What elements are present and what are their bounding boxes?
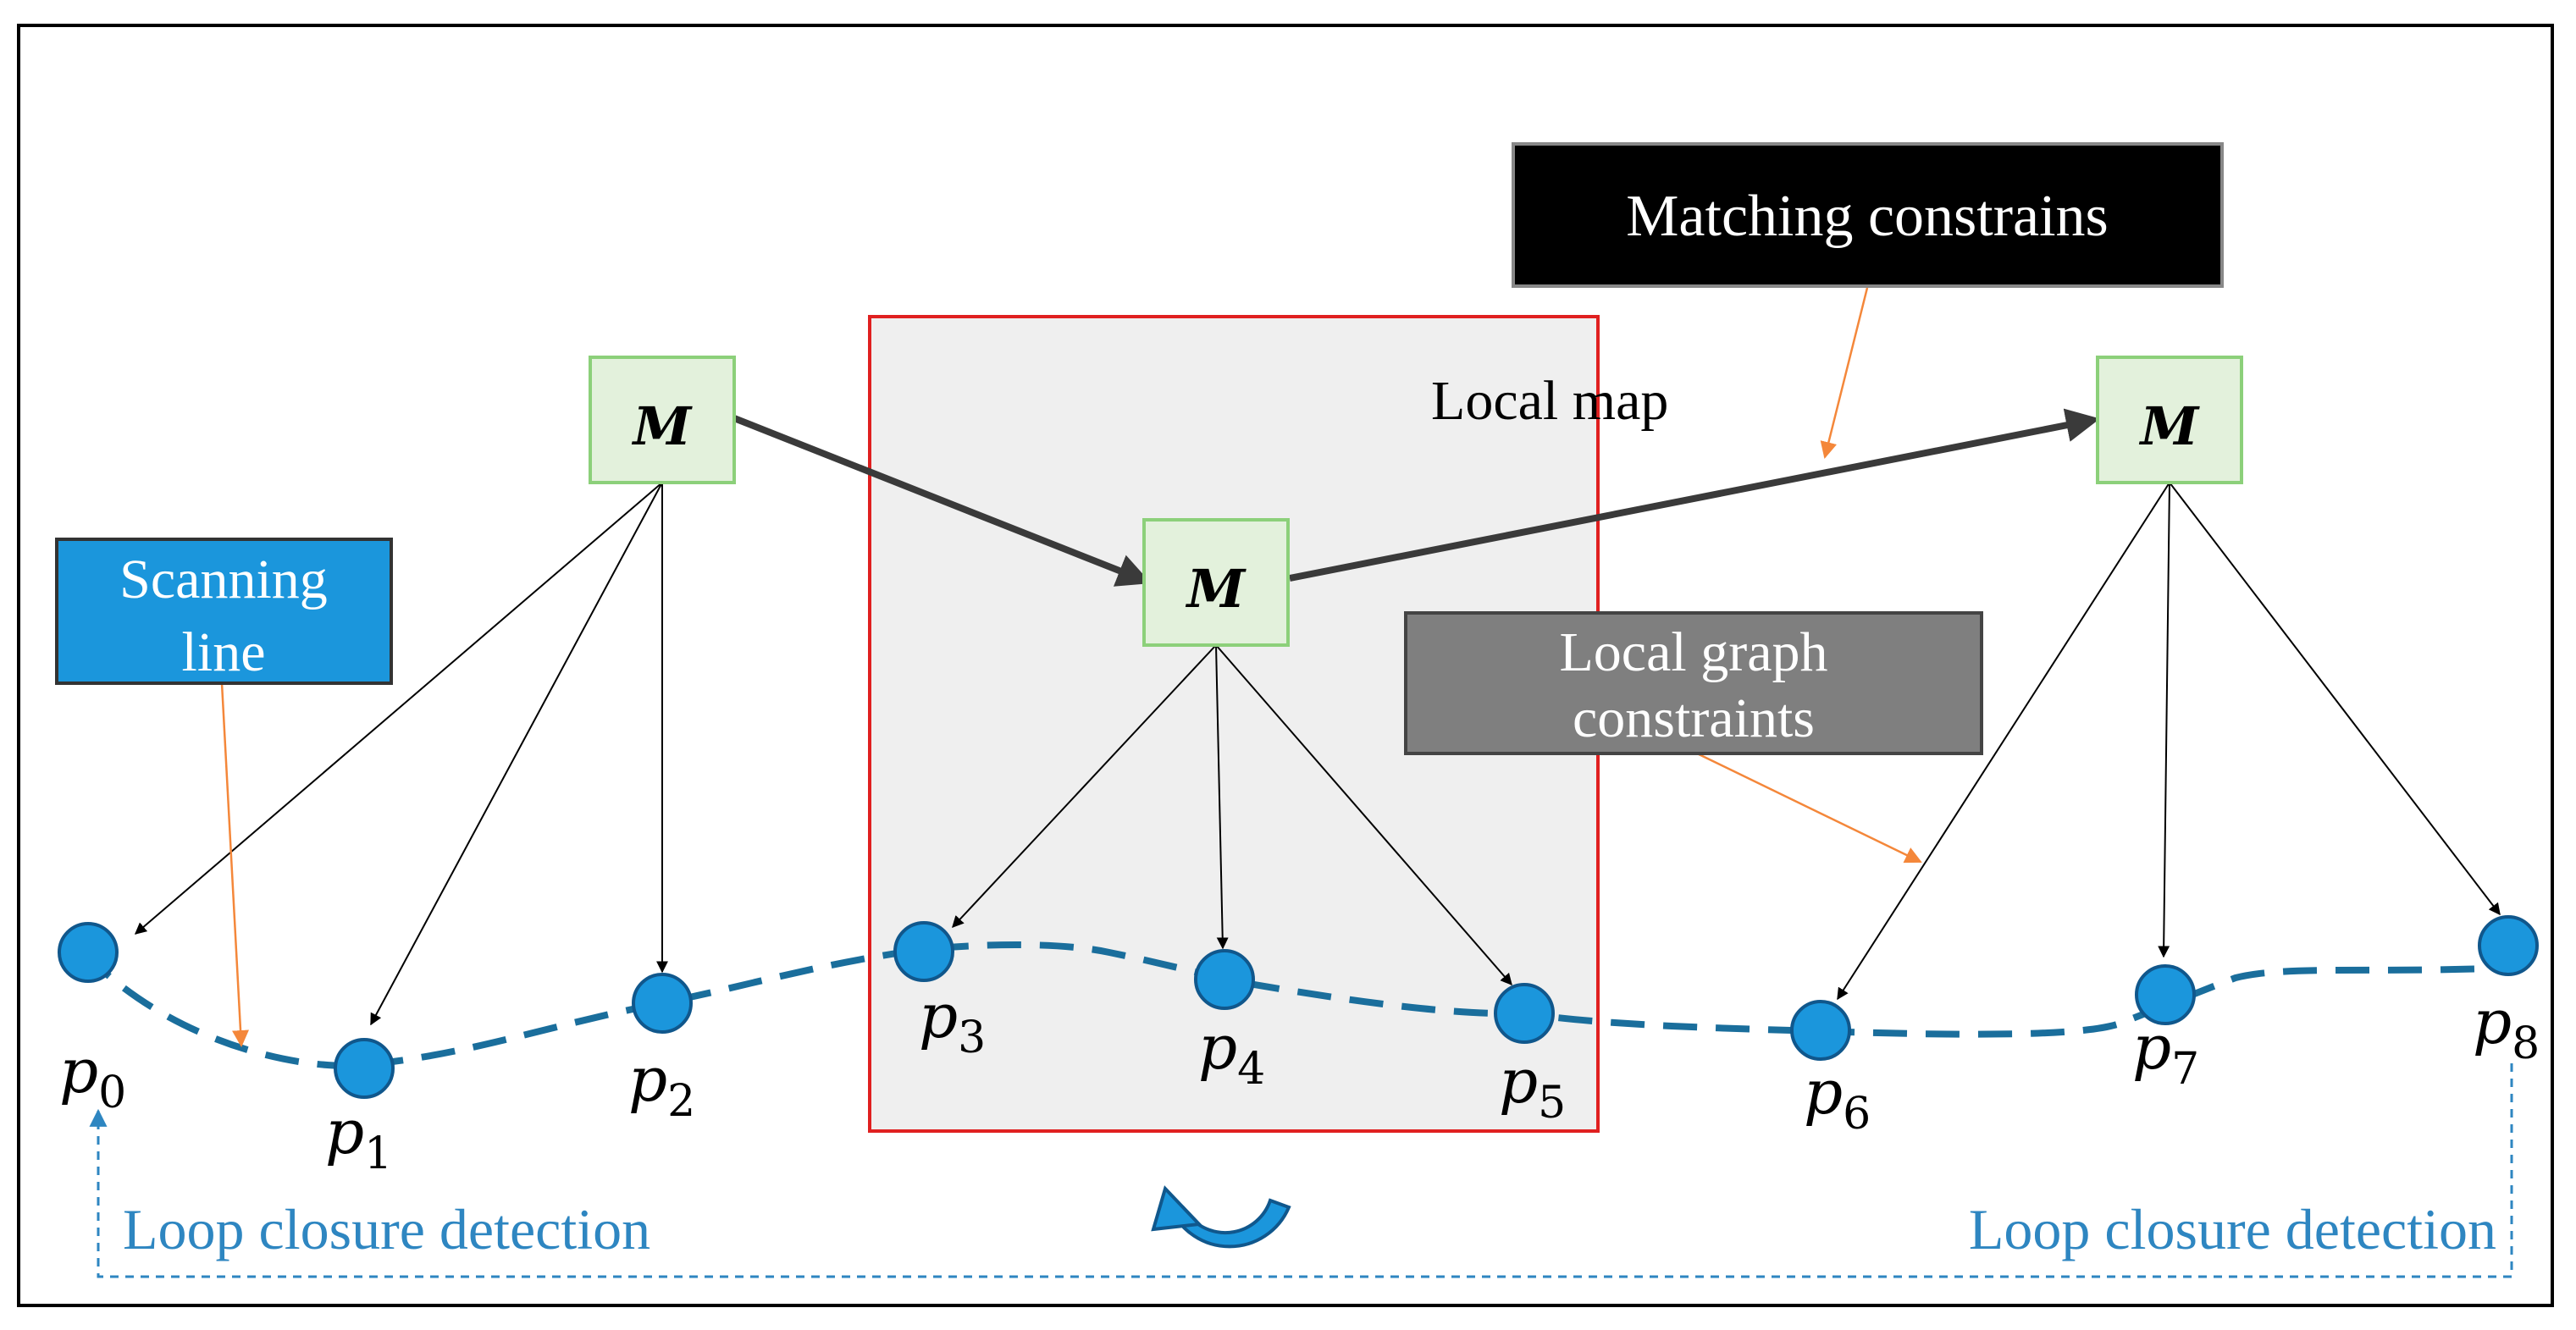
pose-label-p6: p6 (1804, 1057, 1871, 1140)
matching-constraints-label: Matching constrains (1626, 184, 2109, 249)
constraint-arrow-m3-p8 (2169, 482, 2501, 916)
map-node-3: M (2096, 356, 2243, 484)
pose-node-p6 (1790, 1000, 1851, 1061)
scanning-callout-pointer (220, 682, 250, 1047)
matching-callout-pointer (1820, 287, 1869, 459)
scanning-label-line2: line (182, 621, 266, 683)
constraint-arrow-m2-p4 (1215, 644, 1229, 950)
pose-label-p2: p2 (628, 1044, 695, 1127)
local-graph-label-line2: constraints (1573, 687, 1815, 749)
map-node-1: M (589, 356, 736, 484)
pose-node-p2 (632, 973, 693, 1034)
matching-arrow-2 (1289, 408, 2100, 582)
map-node-3-label: M (2139, 395, 2201, 457)
loop-closure-label-right: Loop closure detection (1969, 1197, 2496, 1261)
matching-arrow-1 (732, 415, 1152, 587)
pose-node-p5 (1494, 983, 1555, 1044)
pose-label-p8: p8 (2473, 986, 2540, 1069)
constraint-arrow-m2-p5 (1215, 644, 1512, 986)
pose-node-p0 (58, 922, 119, 983)
local-graph-label-line1: Local graph (1559, 621, 1827, 683)
constraint-arrow-m1-p1 (370, 482, 663, 1026)
local-graph-constraints-callout: Local graph constraints (1404, 611, 1983, 755)
map-node-1-label: M (632, 395, 694, 457)
constraint-arrow-m3-p6 (1837, 482, 2170, 1001)
scanning-label-line1: Scanning (119, 549, 328, 610)
pose-label-p0: p0 (59, 1035, 126, 1118)
loop-closure-connector (89, 1063, 2513, 1278)
pose-label-p5: p5 (1499, 1046, 1566, 1129)
pose-label-p1: p1 (325, 1096, 392, 1179)
pose-node-p1 (334, 1038, 395, 1099)
loop-arrow-icon (1151, 1185, 1291, 1249)
constraint-arrow-m3-p7 (2158, 482, 2170, 958)
constraint-arrow-m1-p0 (134, 482, 663, 935)
pose-label-p3: p3 (919, 980, 986, 1063)
outer-frame (17, 24, 2554, 1307)
matching-constraints-callout: Matching constrains (1512, 142, 2224, 288)
scanning-line-callout: Scanning line (55, 538, 393, 685)
pose-node-p3 (893, 921, 954, 982)
local-map-label: Local map (1431, 370, 1668, 432)
map-node-2-label: M (1186, 558, 1247, 620)
pose-label-p7: p7 (2132, 1012, 2199, 1095)
map-node-2: M (1142, 518, 1290, 647)
local-graph-callout-pointer (1693, 750, 1922, 864)
pose-node-p7 (2135, 964, 2196, 1025)
trajectory-path (82, 941, 2509, 1069)
pose-node-p4 (1194, 949, 1255, 1010)
loop-closure-label-left: Loop closure detection (123, 1197, 650, 1261)
constraint-arrow-m2-p3 (952, 644, 1217, 929)
pose-node-p8 (2478, 915, 2539, 976)
pose-label-p4: p4 (1198, 1012, 1265, 1095)
